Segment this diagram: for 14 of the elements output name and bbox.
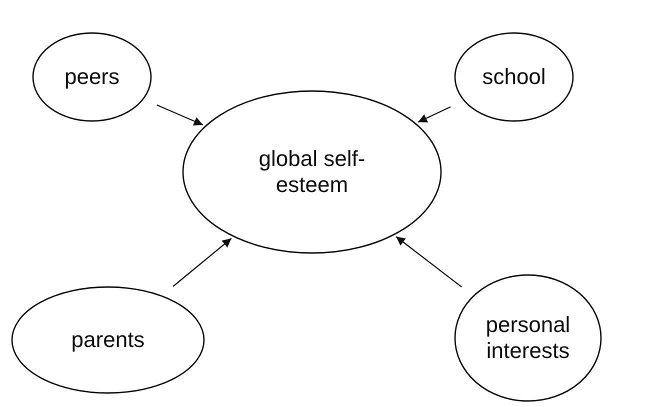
arrow <box>418 106 451 123</box>
arrow <box>156 104 204 126</box>
arrow <box>396 236 462 288</box>
ellipse-node <box>11 286 205 394</box>
node-label: peers <box>64 64 120 90</box>
arrow <box>172 238 232 287</box>
ellipse-node <box>454 32 574 122</box>
node-label: parents <box>71 326 145 354</box>
node-label: school <box>482 64 546 90</box>
ellipse-node <box>32 32 152 122</box>
ellipse-node <box>182 90 442 254</box>
ellipse-node <box>454 274 602 402</box>
node-label: global self-esteem <box>258 146 366 198</box>
node-label: personal interests <box>484 312 572 364</box>
